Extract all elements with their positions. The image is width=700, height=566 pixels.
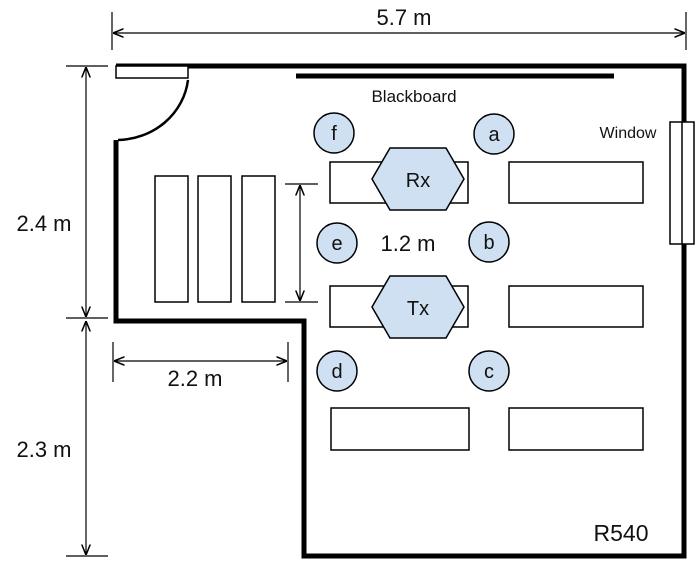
desk-left-1 — [154, 175, 189, 303]
position-b: b — [468, 221, 510, 263]
position-a-label: a — [488, 124, 500, 146]
desk-2 — [508, 161, 644, 204]
recess-width-label: 2.2 m — [167, 366, 222, 391]
tx-antenna: Tx — [371, 275, 465, 339]
position-a: a — [473, 113, 515, 155]
dimension-lower-height: 2.3 m — [6, 322, 108, 557]
total-width-label: 5.7 m — [376, 5, 431, 30]
rx-label: Rx — [406, 170, 430, 192]
txrx-spacing-label: 1.2 m — [380, 231, 435, 256]
position-e: e — [316, 222, 358, 264]
position-f-label: f — [331, 123, 337, 145]
upper-height-label: 2.4 m — [16, 211, 71, 236]
tx-label: Tx — [407, 298, 429, 320]
dimension-upper-height: 2.4 m — [6, 65, 108, 319]
desk-6 — [508, 407, 644, 451]
desk-left-3 — [241, 175, 276, 303]
position-d: d — [316, 350, 358, 392]
desk-4 — [508, 285, 644, 328]
position-c-label: c — [484, 361, 494, 383]
room-number: R540 — [594, 520, 649, 546]
left-desks — [154, 175, 276, 303]
dimension-total-width: 5.7 m — [111, 5, 687, 50]
lower-height-label: 2.3 m — [16, 437, 71, 462]
position-c: c — [468, 350, 510, 392]
dimension-recess-width: 2.2 m — [112, 342, 289, 391]
window-label: Window — [600, 125, 657, 142]
desk-left-2 — [197, 175, 232, 303]
position-d-label: d — [331, 361, 342, 383]
dimension-txrx-spacing: 1.2 m — [285, 183, 436, 303]
rx-antenna: Rx — [371, 147, 465, 211]
desk-5 — [330, 407, 470, 451]
blackboard-label: Blackboard — [371, 87, 456, 106]
door — [115, 65, 190, 142]
position-b-label: b — [483, 232, 494, 254]
position-f: f — [313, 112, 355, 154]
position-e-label: e — [331, 233, 342, 255]
